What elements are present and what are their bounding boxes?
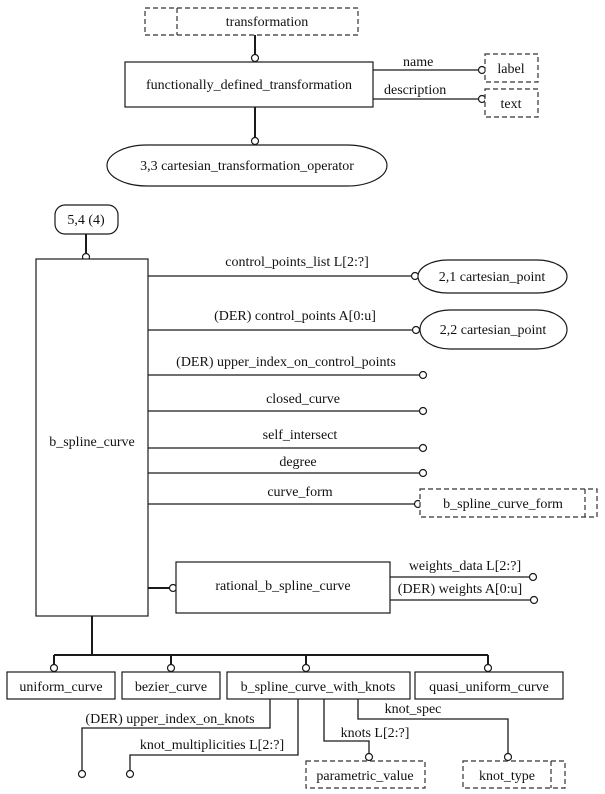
attribute-label: weights_data L[2:?]	[409, 559, 521, 574]
entity-rational-b-spline-curve[interactable]: rational_b_spline_curve	[175, 561, 391, 614]
entity-b-spline-curve[interactable]: b_spline_curve	[35, 258, 149, 617]
attribute-label: knots L[2:?]	[341, 726, 410, 741]
entity-uniform-curve[interactable]: uniform_curve	[6, 671, 116, 700]
page-ref-cartesian-point-2-2[interactable]: 2,2 cartesian_point	[419, 309, 568, 350]
relationship-circle	[364, 752, 374, 762]
relationship-circle	[250, 136, 260, 146]
attribute-label: degree	[279, 455, 316, 470]
attribute-label: closed_curve	[266, 392, 340, 407]
type-text-text: text	[501, 97, 522, 112]
entity-label: b_spline_curve_with_knots	[241, 680, 396, 695]
type-label-text: label	[497, 62, 524, 77]
relationship-circle	[418, 468, 428, 478]
supertype-label: transformation	[226, 15, 308, 30]
entity-label: rational_b_spline_curve	[215, 579, 350, 594]
type-b-spline-curve-form[interactable]: b_spline_curve_form	[419, 488, 598, 518]
type-label-text: b_spline_curve_form	[443, 497, 563, 512]
relationship-circle	[166, 663, 176, 673]
relationship-circle	[529, 595, 539, 605]
type-knot-type[interactable]: knot_type	[462, 760, 566, 789]
attribute-label: self_intersect	[263, 428, 338, 443]
page-ref-cartesian-point-2-1[interactable]: 2,1 cartesian_point	[417, 259, 568, 294]
page-ref-label: 2,2 cartesian_point	[440, 323, 547, 338]
entity-quasi-uniform-curve[interactable]: quasi_uniform_curve	[414, 671, 564, 700]
relationship-circle	[483, 663, 493, 673]
relationship-circle	[49, 663, 59, 673]
type-label-text: parametric_value	[316, 769, 413, 784]
entity-b-spline-curve-with-knots[interactable]: b_spline_curve_with_knots	[226, 671, 411, 700]
attribute-label: knot_multiplicities L[2:?]	[140, 738, 284, 753]
page-ref-label: 5,4 (4)	[67, 213, 105, 228]
entity-label: uniform_curve	[19, 680, 102, 695]
attribute-label: control_points_list L[2:?]	[225, 255, 368, 270]
relationship-circle	[301, 663, 311, 673]
entity-label: functionally_defined_transformation	[146, 78, 352, 93]
relationship-circle	[418, 443, 428, 453]
relationship-circle	[250, 53, 260, 63]
relationship-circle	[418, 370, 428, 380]
relationship-circle	[503, 752, 513, 762]
attribute-label: (DER) weights A[0:u]	[398, 582, 522, 597]
type-label[interactable]: label	[484, 53, 539, 83]
attribute-description-label: description	[384, 83, 446, 98]
supertype-transformation[interactable]: transformation	[144, 7, 359, 36]
entity-functionally-defined-transformation[interactable]: functionally_defined_transformation	[124, 61, 374, 108]
entity-label: quasi_uniform_curve	[429, 680, 549, 695]
attribute-label: knot_spec	[385, 702, 442, 717]
type-text[interactable]: text	[484, 88, 539, 118]
attribute-label: (DER) upper_index_on_control_points	[176, 355, 396, 370]
relationship-circle	[418, 406, 428, 416]
type-parametric-value[interactable]: parametric_value	[305, 760, 426, 789]
page-ref-label: 3,3 cartesian_transformation_operator	[140, 159, 354, 174]
attribute-name-label: name	[403, 55, 433, 70]
page-ref-5-4[interactable]: 5,4 (4)	[54, 204, 119, 235]
type-label-text: knot_type	[479, 769, 535, 784]
attribute-label: (DER) control_points A[0:u]	[214, 309, 376, 324]
entity-label: bezier_curve	[135, 680, 207, 695]
attribute-label: (DER) upper_index_on_knots	[85, 712, 254, 727]
relationship-circle	[125, 769, 135, 779]
entity-bezier-curve[interactable]: bezier_curve	[121, 671, 221, 700]
entity-label: b_spline_curve	[49, 435, 135, 450]
relationship-circle	[77, 769, 87, 779]
page-ref-label: 2,1 cartesian_point	[439, 270, 546, 285]
relationship-circle	[528, 572, 538, 582]
page-ref-cartesian-transformation-operator[interactable]: 3,3 cartesian_transformation_operator	[106, 144, 388, 187]
relationship-circle	[411, 325, 421, 335]
attribute-label: curve_form	[267, 485, 332, 500]
